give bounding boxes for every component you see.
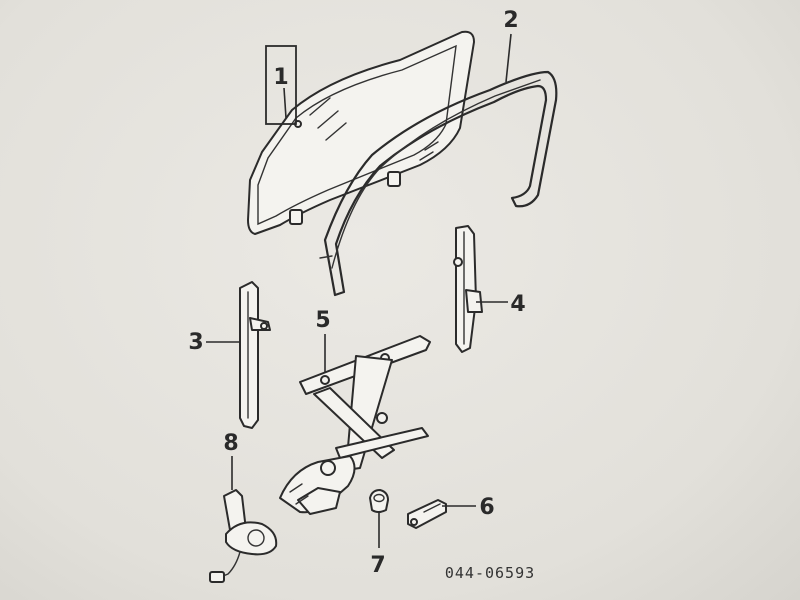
callout-5: 5 <box>315 308 331 372</box>
part-3-rear-channel <box>239 281 271 429</box>
part-2-run-channel <box>319 70 558 297</box>
callout-3: 3 <box>188 330 240 355</box>
callout-4: 4 <box>476 292 526 317</box>
callout-label-4: 4 <box>510 292 525 317</box>
callout-label-2: 2 <box>503 8 518 33</box>
callout-label-5: 5 <box>315 308 330 333</box>
callout-1: 1 <box>265 45 297 125</box>
callout-label-8: 8 <box>223 431 238 456</box>
part-4-front-channel <box>453 225 483 353</box>
callout-label-1: 1 <box>273 65 288 90</box>
part-1-door-glass <box>247 30 475 235</box>
callout-7: 7 <box>370 512 386 578</box>
part-8-regulator-motor <box>209 489 278 583</box>
part-6-bracket <box>407 499 447 529</box>
part-7-grommet <box>369 489 389 513</box>
callout-8: 8 <box>223 431 239 490</box>
callout-label-3: 3 <box>188 330 203 355</box>
callout-label-6: 6 <box>479 495 494 520</box>
callout-label-7: 7 <box>370 553 385 578</box>
callout-2: 2 <box>503 8 519 83</box>
figure-code: 044-06593 <box>445 564 535 582</box>
part-5-window-regulator <box>279 335 431 515</box>
callout-6: 6 <box>442 495 495 520</box>
